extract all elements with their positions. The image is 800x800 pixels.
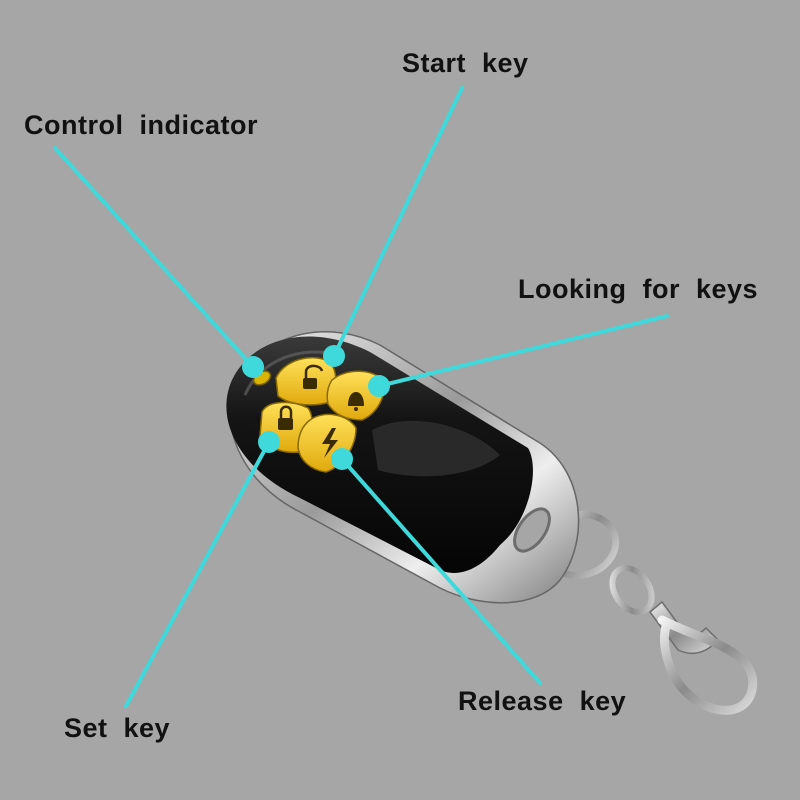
set-key-line [124,440,271,708]
body-highlight [372,420,500,477]
release-key-label: Release key [458,686,627,716]
set-key-dot [258,431,280,453]
set-key-label: Set key [64,713,171,743]
control-indicator-line [53,146,255,369]
release-key-dot [331,448,353,470]
bell-icon [348,392,364,411]
looking-for-keys-label: Looking for keys [518,274,759,304]
control-indicator-dot [242,356,264,378]
lock-icon [278,405,293,430]
looking-for-keys-dot [368,375,390,397]
callout-dots [242,345,390,470]
lightning-icon [322,428,338,458]
callout-lines [53,86,669,708]
start-key-dot [323,345,345,367]
start-key-line [332,86,464,358]
unlock-icon [303,364,324,389]
start-key-label: Start key [402,48,529,78]
control-indicator-label: Control indicator [24,110,258,140]
looking-for-keys-line [377,314,669,388]
release-key-line [340,457,542,685]
keyring-hole [513,507,551,553]
